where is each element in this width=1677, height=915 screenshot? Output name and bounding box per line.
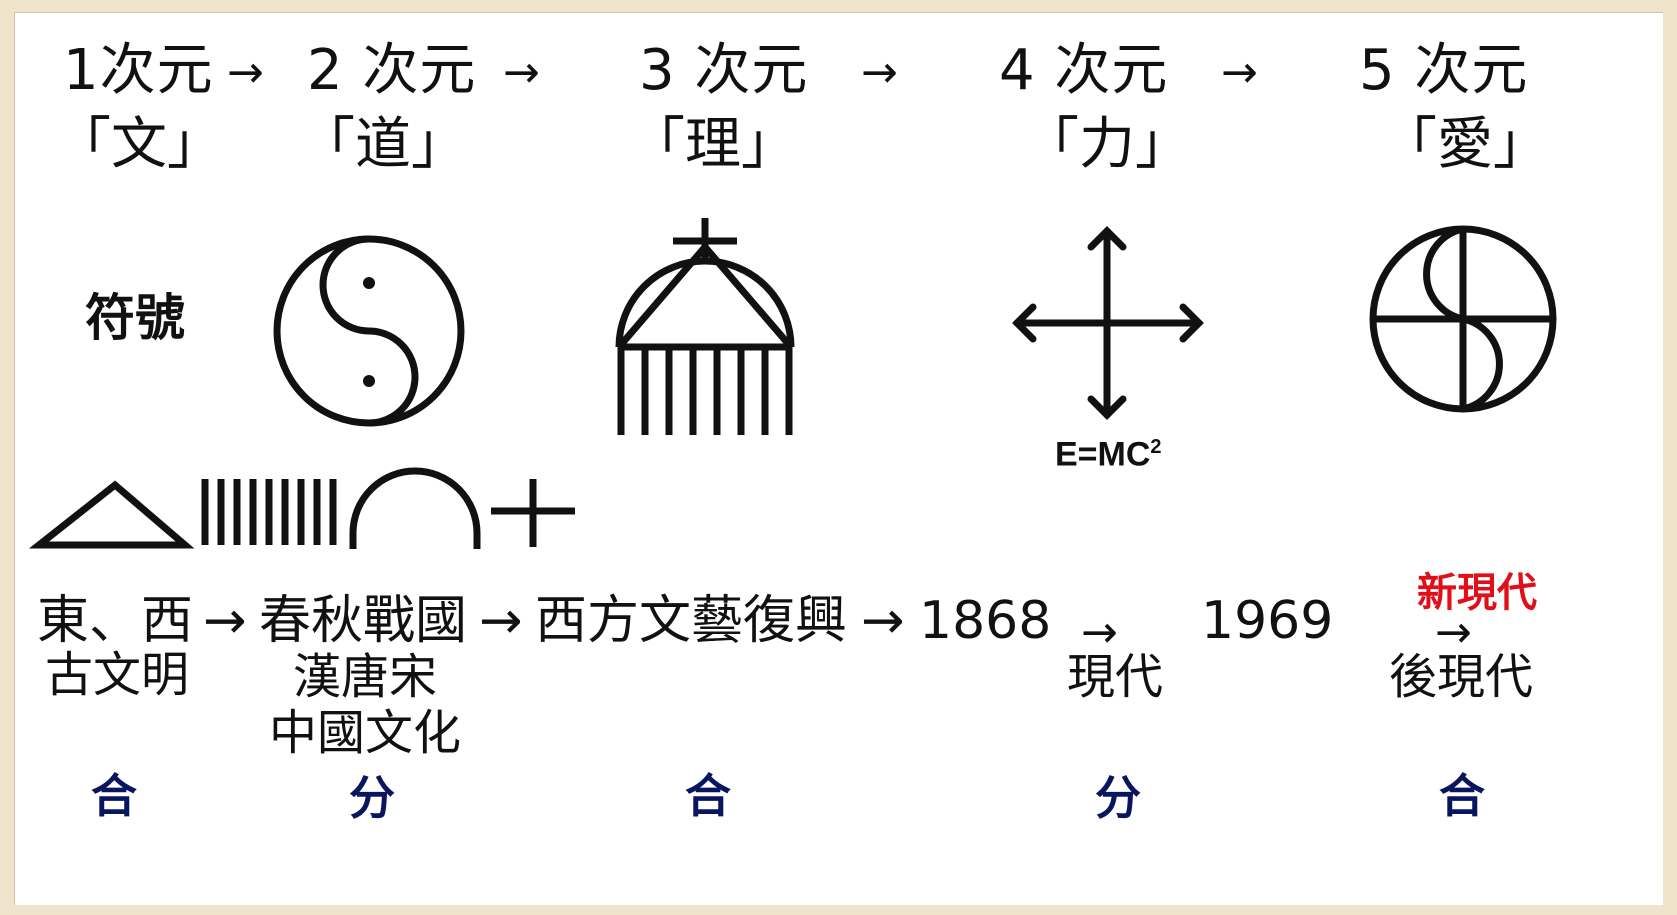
timeline-chinese-sub2: 中國文化: [269, 705, 462, 761]
timeline-renaissance: 西方文藝復興: [535, 591, 848, 651]
phase-3: 合: [685, 769, 731, 823]
dimension-5-title: 5 次元: [1359, 38, 1529, 103]
arch-mark: [349, 467, 481, 549]
diagram-frame: 1次元 → 2 次元 → 3 次元 → 4 次元 → 5 次元 「文」 「道」 …: [14, 12, 1663, 905]
arrow-1: →: [227, 47, 264, 98]
dimension-3-concept: 「理」: [629, 112, 797, 177]
timeline-arrow-3: →: [861, 591, 905, 651]
timeline-postmodern: 後現代: [1389, 649, 1534, 705]
dimension-2-title: 2 次元: [307, 38, 477, 103]
arrow-4: →: [1221, 47, 1258, 98]
arrow-3: →: [861, 47, 898, 98]
timeline-new-modern: 新現代: [1417, 569, 1537, 616]
dimension-5-concept: 「愛」: [1381, 112, 1549, 177]
symbols-canvas: [28, 218, 1557, 549]
timeline-year-1868: 1868: [919, 591, 1052, 651]
formula: E=MC2: [1055, 435, 1162, 474]
phase-4: 分: [1095, 771, 1141, 825]
phase-2: 分: [349, 771, 395, 825]
timeline-arrow-1: →: [203, 591, 247, 651]
timeline-arrow-4: →: [1081, 607, 1118, 658]
timeline-chinese: 春秋戰國: [259, 591, 468, 651]
timeline-chinese-sub1: 漢唐宋: [293, 649, 438, 705]
swirl-circle-symbol: [1369, 225, 1557, 413]
timeline-arrow-5: →: [1435, 607, 1472, 658]
dome-symbol: [615, 218, 795, 435]
timeline-arrow-2: →: [479, 591, 523, 651]
yin-yang-dot-bottom: [363, 375, 375, 387]
dimension-4-concept: 「力」: [1023, 112, 1191, 177]
dimension-3-title: 3 次元: [639, 38, 809, 103]
timeline-year-1969: 1969: [1201, 591, 1334, 651]
timeline-modern: 現代: [1067, 649, 1164, 705]
symbol-label: 符號: [85, 289, 185, 347]
triangle-mark: [28, 480, 195, 549]
cross-arrows-symbol: [1012, 226, 1204, 420]
timeline-ancient: 東、西: [37, 591, 194, 651]
arrow-2: →: [503, 47, 540, 98]
phase-5: 合: [1439, 769, 1485, 823]
yin-yang-dot-top: [363, 277, 375, 289]
dimension-1-concept: 「文」: [55, 112, 223, 177]
phase-1: 合: [91, 769, 137, 823]
timeline-ancient-sub: 古文明: [45, 647, 190, 703]
dimension-4-title: 4 次元: [999, 38, 1169, 103]
primitive-marks: [28, 467, 575, 549]
dimension-2-concept: 「道」: [299, 112, 467, 177]
yin-yang-symbol: [273, 235, 465, 427]
dimension-1-title: 1次元: [63, 38, 214, 103]
